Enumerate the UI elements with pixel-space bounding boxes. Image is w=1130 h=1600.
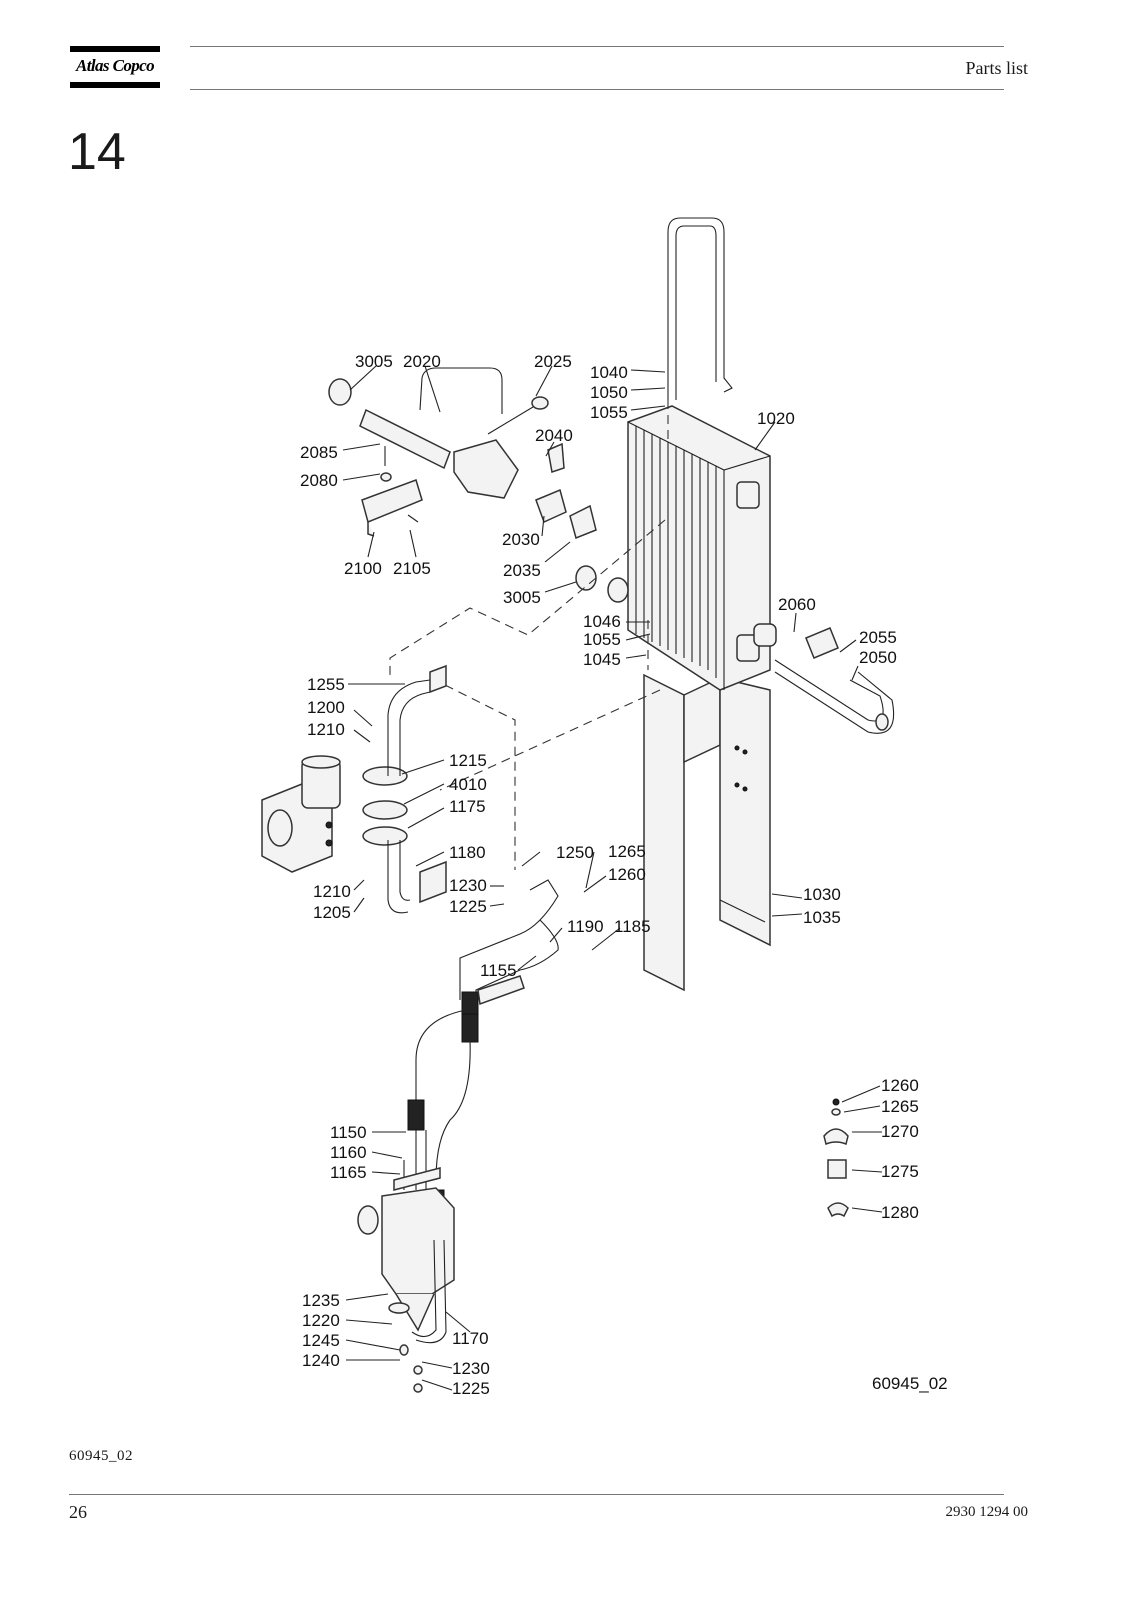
callout-2100: 2100 xyxy=(344,559,382,578)
spare-clamp-parts xyxy=(823,1098,849,1218)
hose-assembly xyxy=(407,879,559,1231)
support-handle-bar xyxy=(667,217,733,400)
callout-1225: 1225 xyxy=(452,1379,490,1398)
callout-1255: 1255 xyxy=(307,675,345,694)
water-separator xyxy=(357,1160,455,1393)
callout-2085: 2085 xyxy=(300,443,338,462)
callout-1240: 1240 xyxy=(302,1351,340,1370)
cooler-core xyxy=(627,405,771,691)
valve-assembly xyxy=(328,367,629,603)
document-number: 2930 1294 00 xyxy=(945,1504,1029,1520)
callout-2080: 2080 xyxy=(300,471,338,490)
callout-1035: 1035 xyxy=(803,908,841,927)
callout-1020: 1020 xyxy=(757,409,795,428)
footer-rule xyxy=(69,1494,1004,1495)
callout-1160: 1160 xyxy=(330,1143,367,1162)
callout-1180: 1180 xyxy=(449,843,486,862)
callout-3005: 3005 xyxy=(503,588,541,607)
logo-wordmark: Atlas Copco xyxy=(76,56,155,75)
callout-1260: 1260 xyxy=(881,1076,919,1095)
callout-1030: 1030 xyxy=(803,885,841,904)
drawing-id-label: 60945_02 xyxy=(872,1374,948,1393)
figure-caption: 60945_02 xyxy=(69,1448,133,1464)
callout-1245: 1245 xyxy=(302,1331,340,1350)
logo-bottom-bar xyxy=(70,82,160,88)
atlas-copco-logo: Atlas Copco xyxy=(70,46,160,90)
dashed-alignment-lines xyxy=(389,400,669,870)
callout-1055: 1055 xyxy=(590,403,628,422)
callout-1040: 1040 xyxy=(590,363,628,382)
callout-1055: 1055 xyxy=(583,630,621,649)
callout-1250: 1250 xyxy=(556,843,594,862)
callout-1150: 1150 xyxy=(330,1123,367,1142)
callout-1170: 1170 xyxy=(452,1329,489,1348)
callout-1045: 1045 xyxy=(583,650,621,669)
callout-1155: 1155 xyxy=(480,961,517,980)
outlet-pipe-assembly xyxy=(753,623,895,734)
callout-2025: 2025 xyxy=(534,352,572,371)
callout-1215: 1215 xyxy=(449,751,487,770)
callout-1260: 1260 xyxy=(608,865,646,884)
callout-1265: 1265 xyxy=(608,842,646,861)
callout-2040: 2040 xyxy=(535,426,573,445)
callout-1050: 1050 xyxy=(590,383,628,402)
callout-2030: 2030 xyxy=(502,530,540,549)
callout-1046: 1046 xyxy=(583,612,621,631)
callout-labels: 3005 2020 2025 1040 1050 1055 1020 2040 … xyxy=(300,352,948,1398)
callout-1275: 1275 xyxy=(881,1162,919,1181)
callout-4010: 4010 xyxy=(449,775,487,794)
callout-1225: 1225 xyxy=(449,897,487,916)
frame-stand xyxy=(643,673,771,992)
logo-top-bar xyxy=(70,46,160,52)
header-top-rule xyxy=(190,46,1004,47)
callout-1210: 1210 xyxy=(313,882,351,901)
callout-1190: 1190 xyxy=(567,917,604,936)
callout-1265: 1265 xyxy=(881,1097,919,1116)
section-number: 14 xyxy=(68,123,126,181)
callout-3005: 3005 xyxy=(355,352,393,371)
callout-2020: 2020 xyxy=(403,352,441,371)
bracket-assembly xyxy=(361,446,423,537)
drain-valve-assembly xyxy=(261,664,447,914)
callout-2035: 2035 xyxy=(503,561,541,580)
callout-1165: 1165 xyxy=(330,1163,367,1182)
header-bottom-rule xyxy=(190,89,1004,90)
callout-1185: 1185 xyxy=(614,917,651,936)
callout-2060: 2060 xyxy=(778,595,816,614)
callout-2055: 2055 xyxy=(859,628,897,647)
callout-1270: 1270 xyxy=(881,1122,919,1141)
callout-1230: 1230 xyxy=(449,876,487,895)
callout-1280: 1280 xyxy=(881,1203,919,1222)
callout-1205: 1205 xyxy=(313,903,351,922)
callout-1220: 1220 xyxy=(302,1311,340,1330)
callout-1200: 1200 xyxy=(307,698,345,717)
callout-2105: 2105 xyxy=(393,559,431,578)
callout-1175: 1175 xyxy=(449,797,486,816)
callout-1210: 1210 xyxy=(307,720,345,739)
callout-1235: 1235 xyxy=(302,1291,340,1310)
callout-1230: 1230 xyxy=(452,1359,490,1378)
header-title: Parts list xyxy=(965,58,1028,78)
page-number: 26 xyxy=(69,1502,87,1522)
callout-2050: 2050 xyxy=(859,648,897,667)
exploded-parts-diagram: 3005 2020 2025 1040 1050 1055 1020 2040 … xyxy=(240,200,960,1430)
callout-leaders xyxy=(342,365,883,1391)
